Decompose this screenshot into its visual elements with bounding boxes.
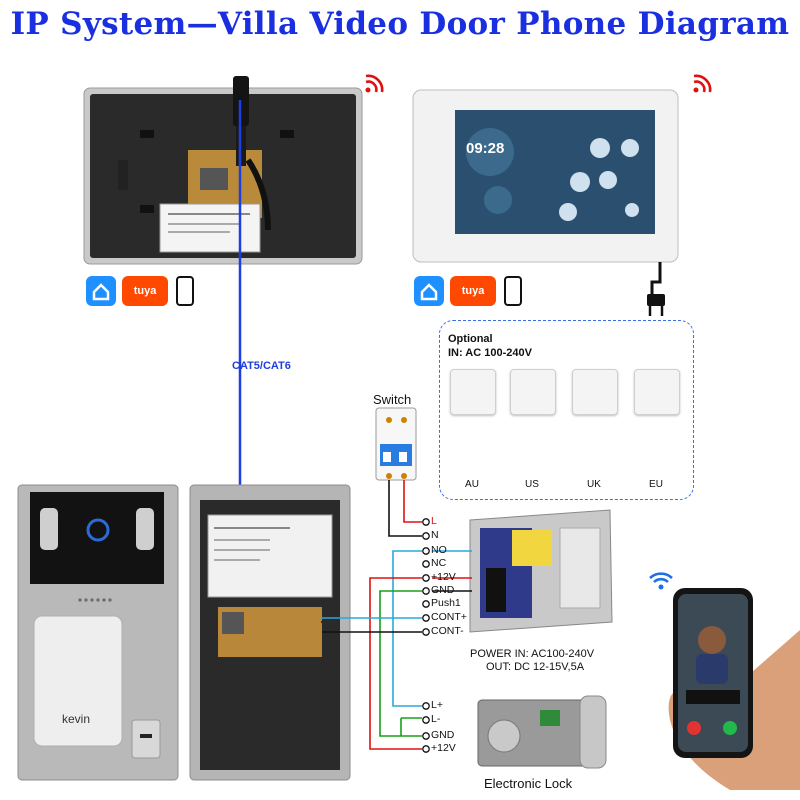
plug-label-au: AU [465, 479, 479, 490]
outdoor-station-brand: kevin [62, 712, 91, 726]
terminal-lock-12v: +12V [431, 742, 456, 754]
power-supply-output: OUT: DC 12-15V,5A [486, 661, 585, 673]
socket-eu [634, 369, 680, 415]
optional-title: Optional [448, 333, 493, 345]
smart-home-icon [86, 276, 116, 306]
terminal-l: L [431, 515, 437, 527]
power-supply-unit [469, 509, 613, 633]
smart-home-icon [414, 276, 444, 306]
terminal-n: N [431, 529, 439, 541]
plug-label-uk: UK [587, 479, 601, 490]
cable-label: CAT5/CAT6 [232, 360, 291, 372]
power-supply-input: POWER IN: AC100-240V [470, 648, 595, 660]
indoor-monitor-front [412, 89, 679, 316]
wifi-icon [362, 70, 388, 96]
smartphone-icon [176, 276, 194, 306]
plug-label-us: US [525, 479, 539, 490]
switch-label: Switch [373, 392, 412, 407]
monitor-clock: 09:28 [466, 140, 505, 157]
terminal-lock-gnd: GND [431, 729, 455, 741]
terminal-no: NO [431, 544, 447, 556]
electronic-lock-label: Electronic Lock [484, 776, 573, 791]
terminal-gnd: GND [431, 584, 455, 596]
plug-label-eu: EU [649, 479, 663, 490]
wifi-icon [648, 566, 674, 592]
outdoor-station-back [189, 484, 351, 781]
terminal-nc: NC [431, 557, 447, 569]
indoor-monitor-back [83, 76, 363, 265]
terminal-lock-l-minus: L- [431, 713, 441, 725]
optional-plugs-panel: Optional IN: AC 100-240V AU US UK EU [439, 320, 694, 500]
tuya-icon: tuya [450, 276, 496, 306]
terminal-12v: +12V [431, 571, 456, 583]
optional-input: IN: AC 100-240V [448, 347, 532, 359]
wifi-icon [690, 70, 716, 96]
diagram-title: IP System—Villa Video Door Phone Diagram [10, 6, 790, 42]
tuya-icon: tuya [122, 276, 168, 306]
outdoor-station-front [17, 484, 179, 781]
terminal-push1: Push1 [431, 597, 461, 609]
circuit-breaker-switch [375, 407, 417, 481]
cable-label-text: CAT5/CAT6 [232, 360, 291, 372]
smartphone-app [668, 588, 800, 790]
socket-au [450, 369, 496, 415]
smartphone-icon [504, 276, 522, 306]
terminal-cont-minus: CONT- [431, 625, 464, 637]
socket-uk [572, 369, 618, 415]
socket-us [510, 369, 556, 415]
terminal-lock-l-plus: L+ [431, 699, 443, 711]
terminal-cont-plus: CONT+ [431, 611, 467, 623]
electronic-lock [477, 695, 607, 769]
